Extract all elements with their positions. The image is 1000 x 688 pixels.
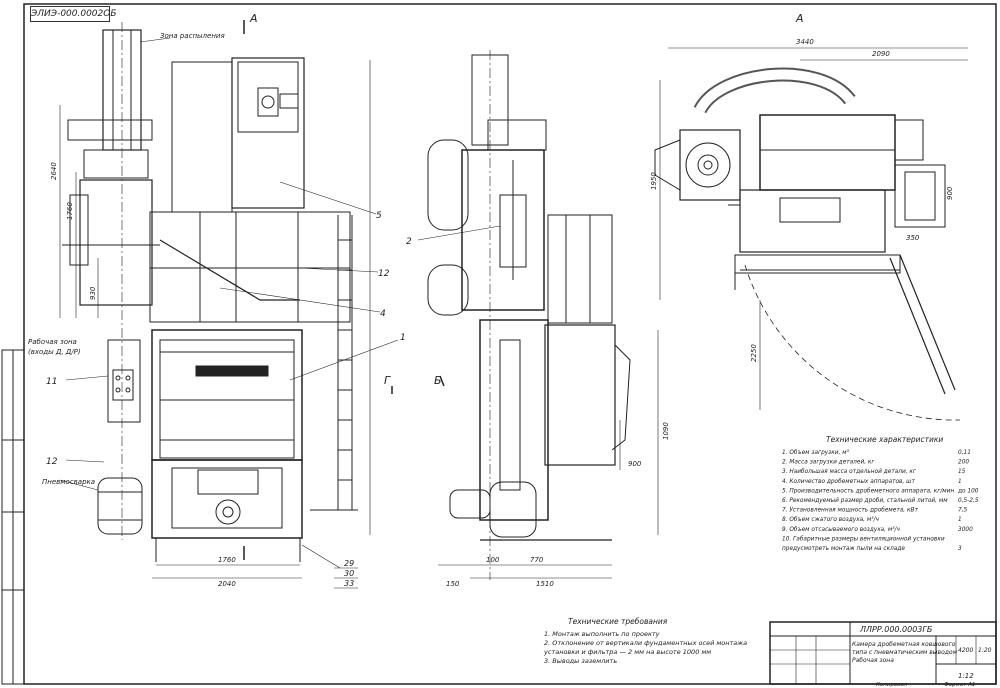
dim-height-upper: 1760 (66, 202, 74, 220)
callout-5: 5 (376, 211, 382, 221)
spec-row-label: 4. Количество дробеметных аппаратов, шт (782, 479, 915, 485)
spec-row-value: 1 (958, 517, 962, 523)
dim-side-2: 770 (530, 556, 544, 564)
spec-row-value: 15 (958, 469, 966, 475)
callout-12-lower: 12 (46, 457, 58, 467)
specs-title: Технические характеристики (826, 435, 943, 444)
dim-side-4: 150 (446, 580, 460, 588)
label-working-area-note: (входы Д, Д/Р) (28, 348, 81, 356)
spec-row-label: 10. Габаритные размеры вентиляционной ус… (782, 536, 945, 542)
requirement-line: 3. Выводы заземлить (544, 657, 617, 665)
dim-width-base-inner: 1760 (218, 556, 236, 564)
spec-row-value: до 100 (957, 488, 979, 494)
sheet-frame (1, 3, 997, 685)
requirements-title: Технические требования (568, 617, 668, 626)
base-callout-30: 30 (344, 569, 354, 578)
base-callout-29: 29 (344, 559, 354, 568)
dim-width-base-outer: 2040 (218, 580, 236, 588)
dim-plan-radius: 2250 (750, 344, 758, 362)
section-label-b: Б (434, 374, 442, 387)
side-view (417, 50, 659, 580)
dim-side-height: 1090 (662, 422, 670, 440)
spec-row-value: 7,5 (958, 508, 968, 514)
title-sheet: 1:12 (958, 672, 974, 680)
dim-side-sub: 900 (628, 460, 642, 468)
spec-row-value: 1 (958, 479, 962, 485)
title-format: Формат А1 (944, 682, 975, 688)
specs-table: 1. Объем загрузки, м³ 0,11 2. Масса загруз… (782, 449, 979, 552)
front-view (59, 20, 399, 589)
dim-plan-width-part: 2090 (872, 50, 890, 58)
title-designation: ЛЛРР.000.0003ГБ (859, 625, 933, 634)
spec-row-value: 0,5-2,5 (958, 498, 979, 504)
callout-4: 4 (380, 309, 386, 319)
dim-plan-small-2: 350 (906, 234, 920, 242)
dim-height-middle: 930 (89, 286, 97, 300)
title-name-line3: Рабочая зона (852, 657, 894, 664)
spec-row-label: 9. Объем отсасываемого воздуха, м³/ч (782, 526, 901, 533)
plan-view (654, 47, 968, 421)
requirement-line: 1. Монтаж выполнить по проекту (544, 630, 660, 638)
dim-plan-width-total: 3440 (796, 38, 814, 46)
callout-1: 1 (400, 333, 406, 343)
requirement-line: 2. Отклонение от вертикали фундаментных … (544, 639, 747, 647)
spec-row-label: 6. Рекомендуемый размер дроби, стальной … (782, 498, 948, 504)
section-label-g: Г (384, 374, 391, 387)
title-name-line1: Камера дробеметная ковшового (852, 641, 956, 648)
spec-row-label: 1. Объем загрузки, м³ (782, 449, 850, 456)
sheet-stamp-code: ЭЛИЭ-000.0002ОБ (30, 6, 117, 22)
base-callout-33: 33 (344, 579, 354, 588)
spec-row-label: 8. Объем сжатого воздуха, м³/ч (782, 516, 880, 523)
view-label-a-front: A (249, 12, 258, 25)
view-label-a-plan: A (795, 12, 804, 25)
title-mass: 4200 (958, 647, 973, 654)
spec-row-label: 7. Установленная мощность дробемета, кВт (782, 508, 918, 514)
dim-plan-depth: 1950 (650, 172, 658, 190)
callout-12: 12 (378, 269, 390, 279)
label-working-area: Рабочая зона (28, 338, 77, 346)
dim-height-total: 2640 (50, 162, 58, 180)
spec-row-value: 3 (958, 546, 962, 552)
dim-plan-small-1: 900 (946, 186, 954, 200)
spec-row-label: предусмотреть монтаж пыли на складе (782, 546, 905, 552)
spec-row-value: 3000 (958, 527, 973, 533)
title-name-line2: типа с пневматическим выводом (852, 649, 958, 656)
requirement-line: установки и фильтра — 2 мм на высоте 100… (543, 648, 711, 656)
label-exhaust-zone: Зона распыления (160, 32, 225, 40)
callout-2: 2 (406, 237, 412, 247)
spec-row-label: 3. Наибольшая масса отдельной детали, кг (782, 469, 917, 475)
dim-side-3: 1510 (536, 580, 554, 588)
spec-row-label: 5. Производительность дробеметного аппар… (782, 488, 954, 494)
callout-11: 11 (46, 377, 57, 387)
title-scale: 1:20 (978, 647, 992, 654)
label-pneumatic: Пневмосварка (42, 478, 95, 486)
title-copied: Копировал (876, 682, 908, 688)
title-block (769, 621, 997, 685)
dim-side-1: 100 (486, 556, 500, 564)
spec-row-value: 200 (958, 460, 969, 466)
spec-row-label: 2. Масса загрузки деталей, кг (782, 460, 875, 466)
spec-row-value: 0,11 (958, 450, 971, 456)
